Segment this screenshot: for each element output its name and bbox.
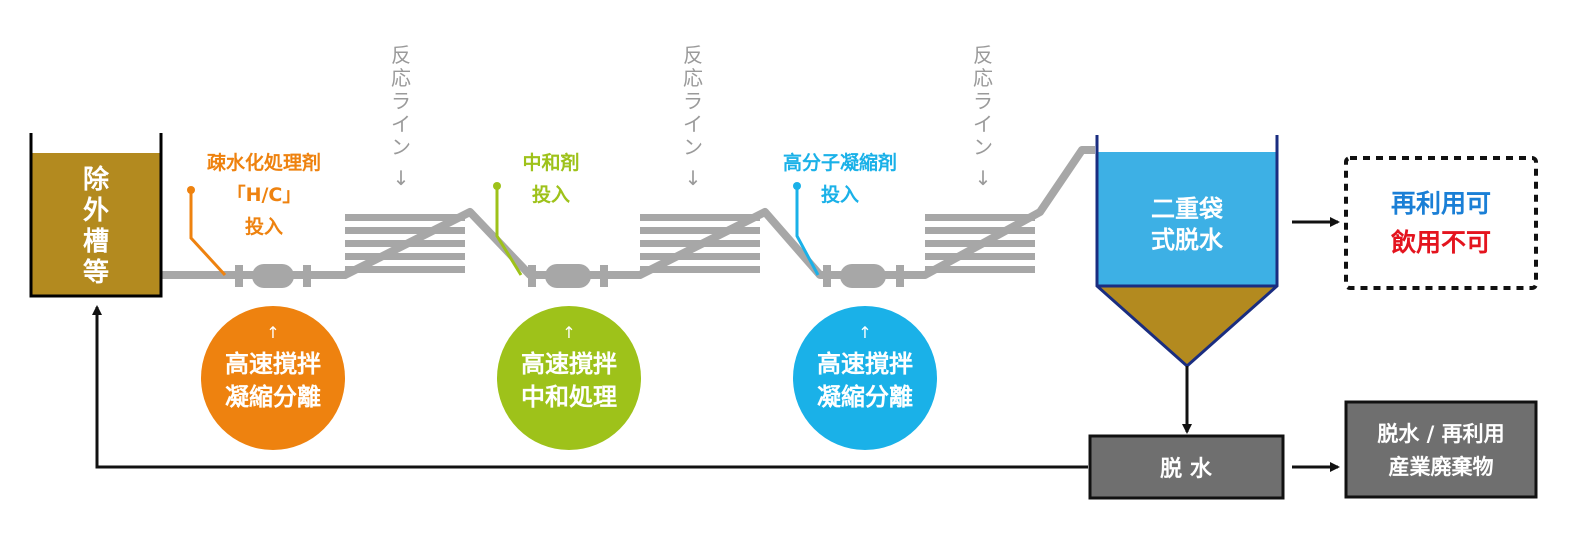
dewater-box: 脱 水: [1088, 434, 1285, 500]
reaction-label-char: 応: [683, 66, 703, 90]
process-circle-2: ↑ 高速撹拌 中和処理: [497, 306, 641, 450]
mixer-3: [823, 264, 904, 288]
dosing-pointer-3: [793, 182, 820, 276]
reaction-label-char: イ: [391, 112, 411, 136]
reaction-label-char: 反: [683, 43, 703, 67]
circle-line: 凝縮分離: [817, 383, 913, 411]
circle-line: 高速撹拌: [225, 350, 321, 378]
source-tank: 除 外 槽 等: [29, 133, 163, 298]
reaction-label-char: ラ: [391, 89, 411, 113]
dewater-label: 脱 水: [1160, 457, 1213, 482]
down-arrow-icon: ↓: [685, 166, 702, 190]
return-line: [92, 305, 1088, 469]
circle-line: 高速撹拌: [521, 350, 617, 378]
reaction-label-char: ラ: [973, 89, 993, 113]
reaction-coil-3: [925, 214, 1035, 273]
reaction-label-char: ン: [391, 135, 411, 159]
result-box: 再利用可 飲用不可: [1344, 156, 1538, 290]
waste-box: 脱水 / 再利用 産業廃棄物: [1344, 400, 1538, 499]
up-arrow-icon: ↑: [562, 323, 575, 342]
reaction-coil-2: [640, 214, 760, 273]
reaction-label-char: イ: [683, 112, 703, 136]
dosing-label-line: 「H/C」: [227, 183, 302, 206]
reaction-label-2: 反 応 ラ イ ン ↓: [683, 43, 703, 190]
dosing-label-1: 疎水化処理剤 「H/C」 投入: [207, 151, 321, 238]
tank-char-4: 等: [83, 257, 109, 288]
separator-line: 二重袋: [1151, 195, 1224, 223]
process-circle-3: ↑ 高速撹拌 凝縮分離: [793, 306, 937, 450]
circle-line: 中和処理: [521, 383, 617, 411]
dosing-label-line: 疎水化処理剤: [207, 151, 321, 174]
dosing-label-line: 投入: [245, 215, 283, 238]
dosing-label-line: 投入: [821, 183, 859, 206]
not-drinkable-text: 飲用不可: [1390, 228, 1491, 257]
reaction-label-char: ン: [973, 135, 993, 159]
reaction-label-char: 応: [391, 66, 411, 90]
mixer-1: [235, 264, 311, 288]
up-arrow-icon: ↑: [858, 323, 871, 342]
waste-line: 産業廃棄物: [1389, 455, 1494, 479]
dosing-label-line: 投入: [532, 183, 570, 206]
dosing-label-3: 高分子凝縮剤 投入: [783, 151, 897, 206]
dosing-pointer-1: [187, 186, 227, 277]
dosing-label-line: 高分子凝縮剤: [783, 151, 897, 174]
reaction-label-char: 応: [973, 66, 993, 90]
reaction-label-1: 反 応 ラ イ ン ↓: [391, 43, 411, 190]
circle-line: 高速撹拌: [817, 350, 913, 378]
process-circle-1: ↑ 高速撹拌 凝縮分離: [201, 306, 345, 450]
reaction-label-char: ラ: [683, 89, 703, 113]
circle-line: 凝縮分離: [225, 383, 321, 411]
down-arrow-icon: ↓: [393, 166, 410, 190]
flow-arrows: [92, 217, 1340, 472]
reaction-label-char: ン: [683, 135, 703, 159]
down-arrow-icon: ↓: [975, 166, 992, 190]
tank-char-2: 外: [83, 196, 109, 226]
waste-line: 脱水 / 再利用: [1377, 422, 1504, 446]
reaction-label-char: 反: [973, 43, 993, 67]
tank-char-1: 除: [83, 164, 110, 195]
dosing-label-2: 中和剤 投入: [522, 151, 579, 206]
tank-char-3: 槽: [83, 227, 109, 257]
reuse-text: 再利用可: [1391, 189, 1491, 218]
dewatering-separator: 二重袋 式脱水: [1095, 135, 1279, 369]
reaction-label-char: 反: [391, 43, 411, 67]
reaction-label-char: イ: [973, 112, 993, 136]
dosing-label-line: 中和剤: [522, 151, 579, 174]
mixer-2: [528, 264, 608, 288]
reaction-label-3: 反 応 ラ イ ン ↓: [973, 43, 993, 190]
up-arrow-icon: ↑: [266, 323, 279, 342]
dosing-pointer-2: [493, 182, 523, 276]
reaction-coil-1: [345, 214, 465, 273]
separator-line: 式脱水: [1151, 226, 1224, 254]
